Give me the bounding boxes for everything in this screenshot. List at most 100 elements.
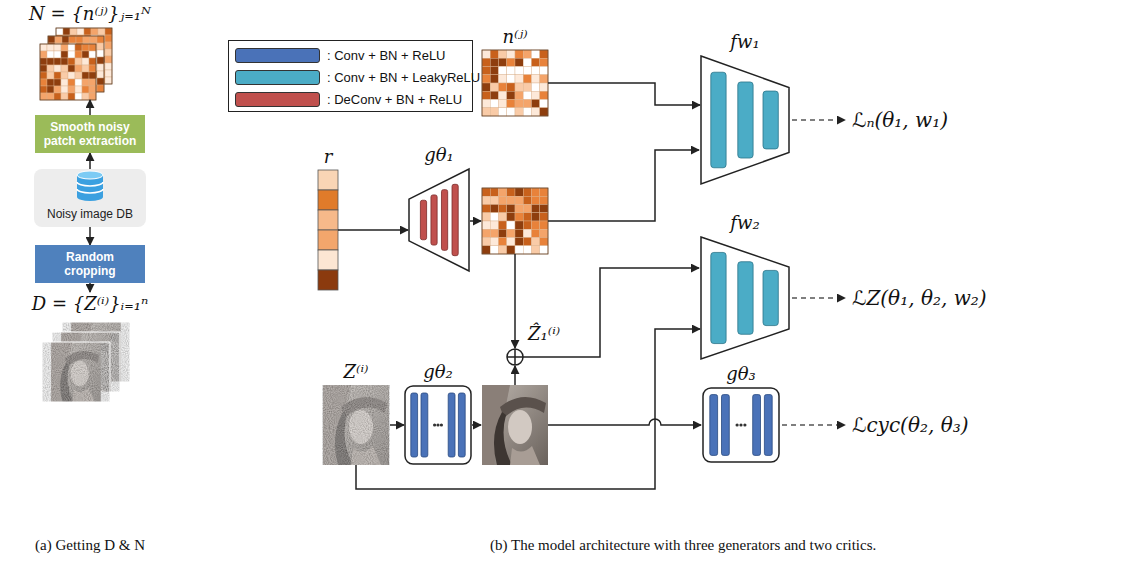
sum-symbol [507, 349, 523, 365]
stack-spacer [20, 316, 160, 402]
patch-cell [532, 188, 540, 196]
patch-cell [499, 75, 507, 83]
patch-cell [507, 221, 515, 229]
legend-text: : Conv + BN + ReLU [327, 48, 446, 64]
patch-cell [97, 71, 104, 78]
vector-cell [318, 250, 338, 270]
patch-cell [507, 229, 515, 237]
patch-cell [482, 213, 490, 221]
box-label: Smooth noisy patch extraction [35, 115, 145, 153]
node-heading: Z⁽ⁱ⁾ [344, 360, 369, 384]
patch-cell [540, 213, 548, 221]
patch-cell [482, 229, 490, 237]
patch-cell [515, 58, 523, 66]
patch-cell [532, 246, 540, 254]
patch-cell [499, 100, 507, 108]
loss-arrow [782, 424, 845, 426]
subfigure-caption: (b) The model architecture with three ge… [490, 536, 876, 555]
patch-cell [69, 36, 76, 43]
patch-cell [540, 83, 548, 91]
patch-cell [515, 229, 523, 237]
node-heading: r [324, 145, 333, 169]
patch-cell [105, 77, 112, 84]
patch-cell [523, 67, 531, 75]
patch-cell [499, 91, 507, 99]
patch-cell [105, 49, 112, 56]
conv-leaky-layer [763, 270, 778, 325]
patch-cell [507, 213, 515, 221]
legend-swatch [235, 48, 320, 63]
patch-cell [90, 36, 97, 43]
patch-cell [54, 86, 61, 93]
patch-cell [532, 91, 540, 99]
patch-cell [490, 238, 498, 246]
patch-cell [523, 83, 531, 91]
ellipsis-dot [440, 423, 443, 426]
patch-cell [61, 72, 68, 79]
patch-cell [515, 188, 523, 196]
patch-cell [540, 246, 548, 254]
patch-cell [75, 72, 82, 79]
node-heading: gθ₃ [726, 362, 756, 386]
flow-arrow [523, 268, 699, 357]
patch-cell [523, 50, 531, 58]
patch-cell [76, 36, 83, 43]
deconv-layer [420, 200, 426, 240]
patch-cell [68, 58, 75, 65]
patch-cell [490, 108, 498, 116]
patch-cell [89, 51, 96, 58]
patch-cell [507, 246, 515, 254]
patch-cell [75, 93, 82, 100]
generator-outline [703, 388, 779, 462]
patch-cell [515, 108, 523, 116]
patch-cell [75, 44, 82, 51]
patch-cell [89, 44, 96, 51]
patch-cell [105, 56, 112, 63]
patch-cell [499, 229, 507, 237]
patch-border [482, 50, 548, 116]
flow-arrow [548, 419, 701, 425]
patch-cell [532, 238, 540, 246]
patch-cell [490, 213, 498, 221]
patch-cell [482, 238, 490, 246]
noise-patch [48, 36, 104, 92]
conv-leaky-layer [738, 262, 753, 335]
patch-cell [523, 238, 531, 246]
patch-cell [89, 79, 96, 86]
patch-cell [490, 188, 498, 196]
patch-cell [89, 65, 96, 72]
patch-cell [482, 58, 490, 66]
patch-cell [89, 72, 96, 79]
ellipsis-dot [436, 423, 439, 426]
patch-cell [507, 58, 515, 66]
patch-cell [490, 100, 498, 108]
patch-cell [47, 93, 54, 100]
patch-cell [40, 86, 47, 93]
patch-cell [47, 44, 54, 51]
patch-cell [482, 100, 490, 108]
connector [89, 227, 91, 245]
patch-cell [523, 196, 531, 204]
patch-cell [532, 67, 540, 75]
patch-cell [54, 58, 61, 65]
patch-cell [68, 72, 75, 79]
loss-leaders [782, 120, 845, 425]
patch-cell [482, 75, 490, 83]
flow-arrow [514, 254, 516, 348]
patch-cell [47, 65, 54, 72]
patch-cell [83, 36, 90, 43]
patch-border [482, 188, 548, 254]
conv-layer [710, 395, 718, 456]
conv-leaky-layer [763, 91, 778, 149]
patch-cell [490, 75, 498, 83]
patch-cell [532, 58, 540, 66]
vector-cell [318, 210, 338, 230]
subfigure-caption: (a) Getting D & N [35, 536, 145, 555]
patch-cell [47, 51, 54, 58]
generator-outline [405, 386, 471, 464]
patch-cell [97, 43, 104, 50]
patch-cell [97, 36, 104, 43]
block-outline [702, 387, 780, 463]
